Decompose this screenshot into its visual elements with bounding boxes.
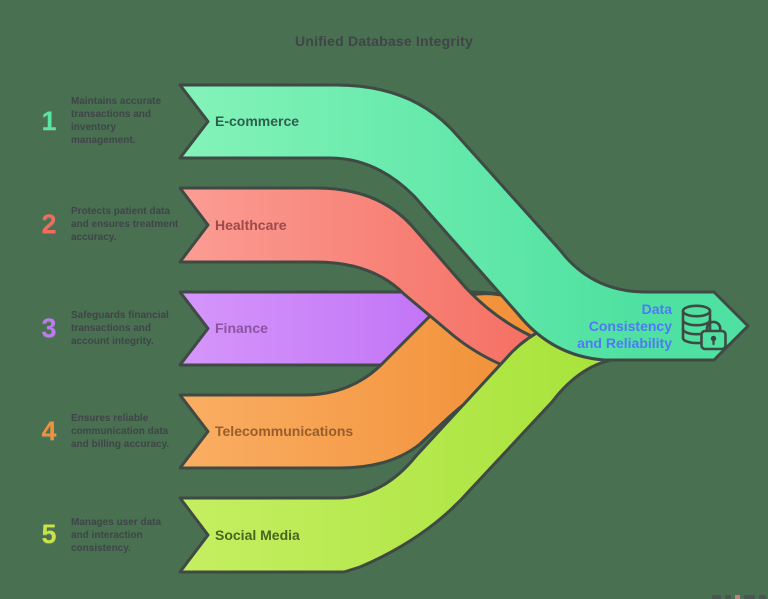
band-label-finance: Finance xyxy=(215,320,268,336)
step-number-4: 4 xyxy=(41,416,57,446)
step-description-4: Ensures reliable communication data and … xyxy=(71,413,170,450)
result-label-line-2: Consistency xyxy=(588,318,672,334)
step-number-3: 3 xyxy=(41,313,57,343)
step-description-1: Maintains accurate transactions and inve… xyxy=(71,96,162,146)
step-number-5: 5 xyxy=(41,519,57,549)
band-label-telecommunications: Telecommunications xyxy=(215,423,354,439)
band-label-social-media: Social Media xyxy=(215,527,300,543)
page-title: Unified Database Integrity xyxy=(295,33,473,49)
lock-icon xyxy=(700,320,727,351)
step-number-1: 1 xyxy=(41,106,57,136)
band-ecommerce-result-arrow xyxy=(178,83,750,362)
step-number-2: 2 xyxy=(41,209,57,239)
step-description-2: Protects patient data and ensures treatm… xyxy=(71,206,179,243)
step-description-5: Manages user data and interaction consis… xyxy=(71,517,162,554)
watermark-fragment xyxy=(712,594,766,599)
database-icon xyxy=(681,304,712,345)
step-description-3: Safeguards financial transactions and ac… xyxy=(71,310,169,347)
band-label-healthcare: Healthcare xyxy=(215,217,287,233)
band-label-ecommerce: E-commerce xyxy=(215,113,300,129)
result-label: Data Consistency and Reliability xyxy=(558,301,672,352)
result-label-line-3: and Reliability xyxy=(577,335,672,351)
result-label-line-1: Data xyxy=(641,301,672,317)
